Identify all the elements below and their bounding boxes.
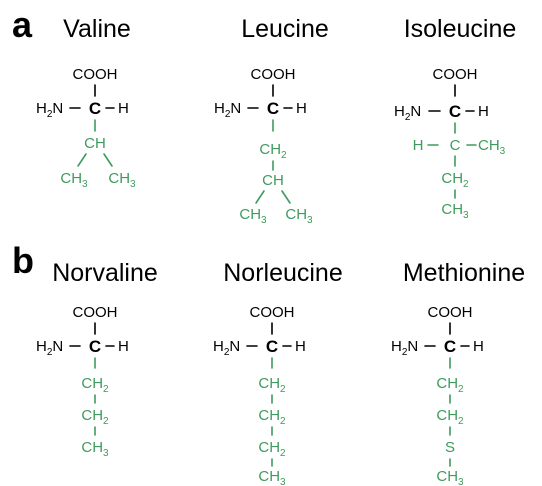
alpha-carbon: C bbox=[444, 337, 456, 356]
amine-group: H2N bbox=[391, 338, 418, 358]
alpha-hydrogen: H bbox=[473, 338, 484, 355]
beta-carbon: C bbox=[450, 137, 461, 154]
side-group: CH3 bbox=[436, 468, 464, 486]
branch-methyl-left: CH3 bbox=[60, 170, 88, 190]
molecule-name: Leucine bbox=[241, 15, 329, 43]
side-group: CH2 bbox=[259, 141, 287, 161]
bond-branch-left bbox=[77, 153, 87, 167]
molecule-name: Methionine bbox=[403, 259, 525, 287]
alpha-carbon: C bbox=[449, 102, 461, 121]
molecule-isoleucine: Isoleucine COOH H2N C H H C CH3 CH2 CH3 bbox=[394, 15, 516, 221]
molecule-leucine: Leucine COOH H2N C H CH2 CH CH3 CH3 bbox=[214, 15, 329, 226]
side-group: CH2 bbox=[81, 375, 109, 395]
alpha-carbon: C bbox=[89, 99, 101, 118]
side-group: CH2 bbox=[258, 407, 286, 427]
side-group: CH3 bbox=[441, 201, 469, 221]
alpha-hydrogen: H bbox=[118, 100, 129, 117]
branch-methyl-right: CH3 bbox=[285, 206, 313, 226]
carboxyl-label: COOH bbox=[73, 304, 118, 321]
alpha-hydrogen: H bbox=[296, 100, 307, 117]
amine-group: H2N bbox=[36, 338, 63, 358]
molecule-methionine: Methionine COOH H2N C H CH2 CH2 S CH3 bbox=[391, 259, 525, 486]
carboxyl-label: COOH bbox=[250, 304, 295, 321]
carboxyl-label: COOH bbox=[251, 66, 296, 83]
molecule-name: Isoleucine bbox=[404, 15, 517, 43]
beta-hydrogen: H bbox=[413, 137, 424, 154]
side-group: CH2 bbox=[258, 439, 286, 459]
panel-label-b: b bbox=[12, 240, 34, 281]
side-group: CH2 bbox=[436, 407, 464, 427]
panel-label-a: a bbox=[12, 4, 33, 45]
side-group: CH3 bbox=[81, 439, 109, 459]
side-group: CH bbox=[262, 172, 284, 189]
carboxyl-label: COOH bbox=[428, 304, 473, 321]
carboxyl-label: COOH bbox=[433, 66, 478, 83]
branch-methyl-right: CH3 bbox=[108, 170, 136, 190]
molecule-name: Norvaline bbox=[52, 259, 158, 287]
side-group: CH2 bbox=[441, 170, 469, 190]
molecule-name: Norleucine bbox=[223, 259, 343, 287]
amine-group: H2N bbox=[213, 338, 240, 358]
bond-branch-right bbox=[103, 153, 113, 167]
molecule-valine: Valine COOH H2N C H CH CH3 CH3 bbox=[36, 15, 136, 190]
side-group: CH3 bbox=[258, 468, 286, 486]
side-group: CH2 bbox=[258, 375, 286, 395]
amine-group: H2N bbox=[394, 103, 421, 123]
beta-methyl: CH3 bbox=[478, 137, 506, 157]
bond-branch-right bbox=[281, 190, 291, 204]
sulfur-atom: S bbox=[445, 439, 455, 456]
side-group: CH2 bbox=[436, 375, 464, 395]
alpha-hydrogen: H bbox=[295, 338, 306, 355]
molecule-name: Valine bbox=[63, 15, 131, 43]
side-group: CH bbox=[84, 135, 106, 152]
molecule-norvaline: Norvaline COOH H2N C H CH2 CH2 CH3 bbox=[36, 259, 158, 459]
branch-methyl-left: CH3 bbox=[239, 206, 267, 226]
carboxyl-label: COOH bbox=[73, 66, 118, 83]
alpha-hydrogen: H bbox=[118, 338, 129, 355]
alpha-carbon: C bbox=[266, 337, 278, 356]
side-group: CH2 bbox=[81, 407, 109, 427]
alpha-carbon: C bbox=[89, 337, 101, 356]
alpha-carbon: C bbox=[267, 99, 279, 118]
alpha-hydrogen: H bbox=[478, 103, 489, 120]
bond-branch-left bbox=[255, 190, 265, 204]
molecule-norleucine: Norleucine COOH H2N C H CH2 CH2 CH2 CH3 bbox=[213, 259, 343, 486]
amine-group: H2N bbox=[36, 100, 63, 120]
amine-group: H2N bbox=[214, 100, 241, 120]
